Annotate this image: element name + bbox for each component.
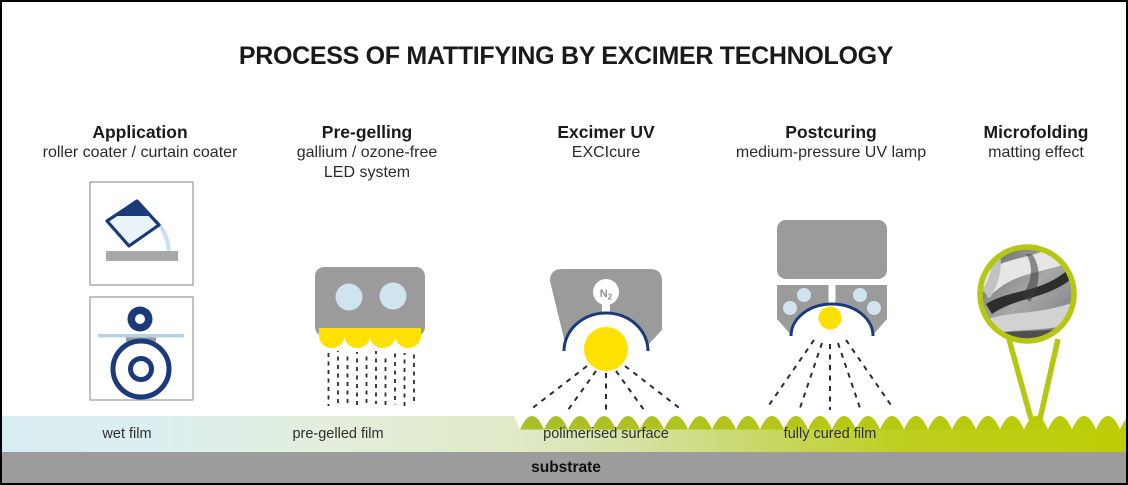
led-rays <box>327 351 415 407</box>
stage-excimer-uv: Excimer UV EXCIcure <box>557 121 654 163</box>
stage-heading: Pre-gelling <box>321 122 413 142</box>
diagram-title: PROCESS OF MATTIFYING BY EXCIMER TECHNOL… <box>238 42 894 70</box>
n2-right-label: N2 <box>626 338 637 351</box>
stage-subtitle: gallium / ozone-free <box>296 144 438 161</box>
microfolding-magnifier-icon <box>977 244 1077 420</box>
film-label-polimerised-surface: polimerised surface <box>543 426 669 442</box>
stage-heading: Microfolding <box>983 122 1089 142</box>
stage-heading: Application <box>92 122 188 142</box>
stage-pre-gelling: Pre-gelling gallium / ozone-free LED sys… <box>297 121 438 183</box>
substrate-label: substrate <box>531 459 601 476</box>
stage-application: Application roller coater / curtain coat… <box>43 121 238 163</box>
n2-inlet-label: N2 <box>600 288 613 302</box>
curtain-coater-icon <box>89 181 194 286</box>
postcuring-uv-rays <box>766 339 894 410</box>
stage-subtitle: LED system <box>323 164 411 181</box>
stage-subtitle: matting effect <box>988 144 1084 161</box>
film-label-fully-cured-film: fully cured film <box>783 426 877 442</box>
stage-subtitle: EXCIcure <box>571 144 641 161</box>
film-label-wet-film: wet film <box>102 426 152 442</box>
film-layer <box>2 416 1126 452</box>
stage-subtitle: roller coater / curtain coater <box>42 144 238 161</box>
excimer-lamp-icon: N2 N2 N2 <box>550 269 662 389</box>
stage-subtitle: medium-pressure UV lamp <box>735 144 927 161</box>
postcuring-lamp-icon <box>777 220 887 368</box>
excimer-uv-rays <box>529 365 683 412</box>
stage-heading: Postcuring <box>785 122 877 142</box>
stage-heading: Excimer UV <box>557 122 655 142</box>
microfold-bumps <box>520 416 1126 430</box>
n2-left-label: N2 <box>570 338 581 351</box>
stage-postcuring: Postcuring medium-pressure UV lamp <box>736 121 926 163</box>
stage-microfolding: Microfolding matting effect <box>984 121 1089 163</box>
led-lamp-icon <box>315 267 425 348</box>
substrate-bar <box>2 452 1126 483</box>
roller-coater-icon <box>89 296 194 401</box>
film-label-pre-gelled-film: pre-gelled film <box>292 426 384 442</box>
